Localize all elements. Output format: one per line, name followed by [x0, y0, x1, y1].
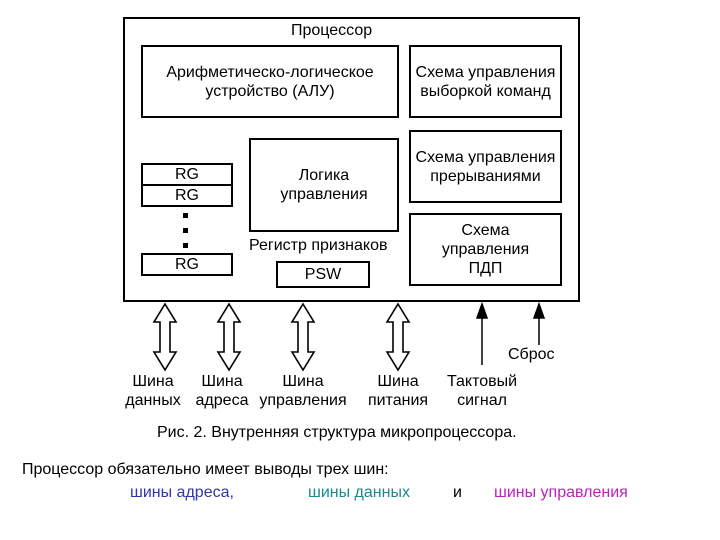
- reset-label: Сброс: [508, 346, 555, 363]
- bus-label-control: Шина управления: [255, 372, 351, 410]
- bus-label-address: Шина адреса: [190, 372, 254, 410]
- control-logic-block: Логика управления: [249, 138, 399, 232]
- clock-signal-arrowhead: [475, 301, 489, 319]
- figure-caption: Рис. 2. Внутренняя структура микропроцес…: [157, 424, 517, 441]
- register-label: RG: [175, 256, 199, 273]
- note-line: Процессор обязательно имеет выводы трех …: [22, 461, 389, 478]
- note-conjunction: и: [453, 484, 462, 501]
- alu-block: Арифметическо-логическое устройство (АЛУ…: [141, 45, 399, 118]
- register-ellipsis-dot: [183, 243, 188, 248]
- bus-label-clock: Тактовый сигнал: [440, 372, 524, 410]
- bus-label-line: Шина: [282, 373, 324, 390]
- dma-control-label: Схема управления ПДП: [441, 222, 530, 277]
- control-bus-arrow: [290, 302, 316, 372]
- flags-register-label: Регистр признаков: [249, 237, 388, 254]
- bus-label-data: Шина данных: [120, 372, 186, 410]
- fetch-control-label: Схема управления выборкой команд: [415, 63, 556, 100]
- fetch-control-block: Схема управления выборкой команд: [409, 45, 562, 118]
- bus-label-line: Шина: [132, 373, 174, 390]
- address-bus-arrow: [216, 302, 242, 372]
- register-label: RG: [175, 166, 199, 183]
- processor-frame: [123, 17, 580, 302]
- bus-label-line: адреса: [195, 392, 249, 409]
- bus-label-line: питания: [367, 392, 429, 409]
- psw-label: PSW: [304, 266, 342, 283]
- bus-label-line: данных: [125, 392, 181, 409]
- data-bus-arrow: [152, 302, 178, 372]
- dma-control-block: Схема управления ПДП: [409, 213, 562, 286]
- interrupt-control-label: Схема управления прерываниями: [415, 148, 556, 185]
- register-rg: RG: [141, 184, 233, 207]
- reset-arrowhead: [532, 301, 546, 319]
- processor-title: Процессор: [291, 22, 373, 39]
- bus-label-line: управления: [259, 392, 347, 409]
- psw-block: PSW: [276, 261, 370, 288]
- bus-label-line: сигнал: [457, 392, 507, 409]
- bus-label-line: Тактовый: [446, 373, 518, 390]
- note-control-bus: шины управления: [494, 484, 628, 501]
- note-data-bus: шины данных: [308, 484, 410, 501]
- register-ellipsis-dot: [183, 228, 188, 233]
- bus-label-line: Шина: [377, 373, 419, 390]
- bus-label-line: Шина: [201, 373, 243, 390]
- bus-label-power: Шина питания: [360, 372, 436, 410]
- register-rg: RG: [141, 253, 233, 276]
- alu-label: Арифметическо-логическое устройство (АЛУ…: [166, 63, 374, 100]
- power-bus-arrow: [385, 302, 411, 372]
- note-address-bus: шины адреса,: [130, 484, 234, 501]
- control-logic-label: Логика управления: [280, 167, 368, 203]
- interrupt-control-block: Схема управления прерываниями: [409, 130, 562, 203]
- register-ellipsis-dot: [183, 213, 188, 218]
- register-label: RG: [175, 187, 199, 204]
